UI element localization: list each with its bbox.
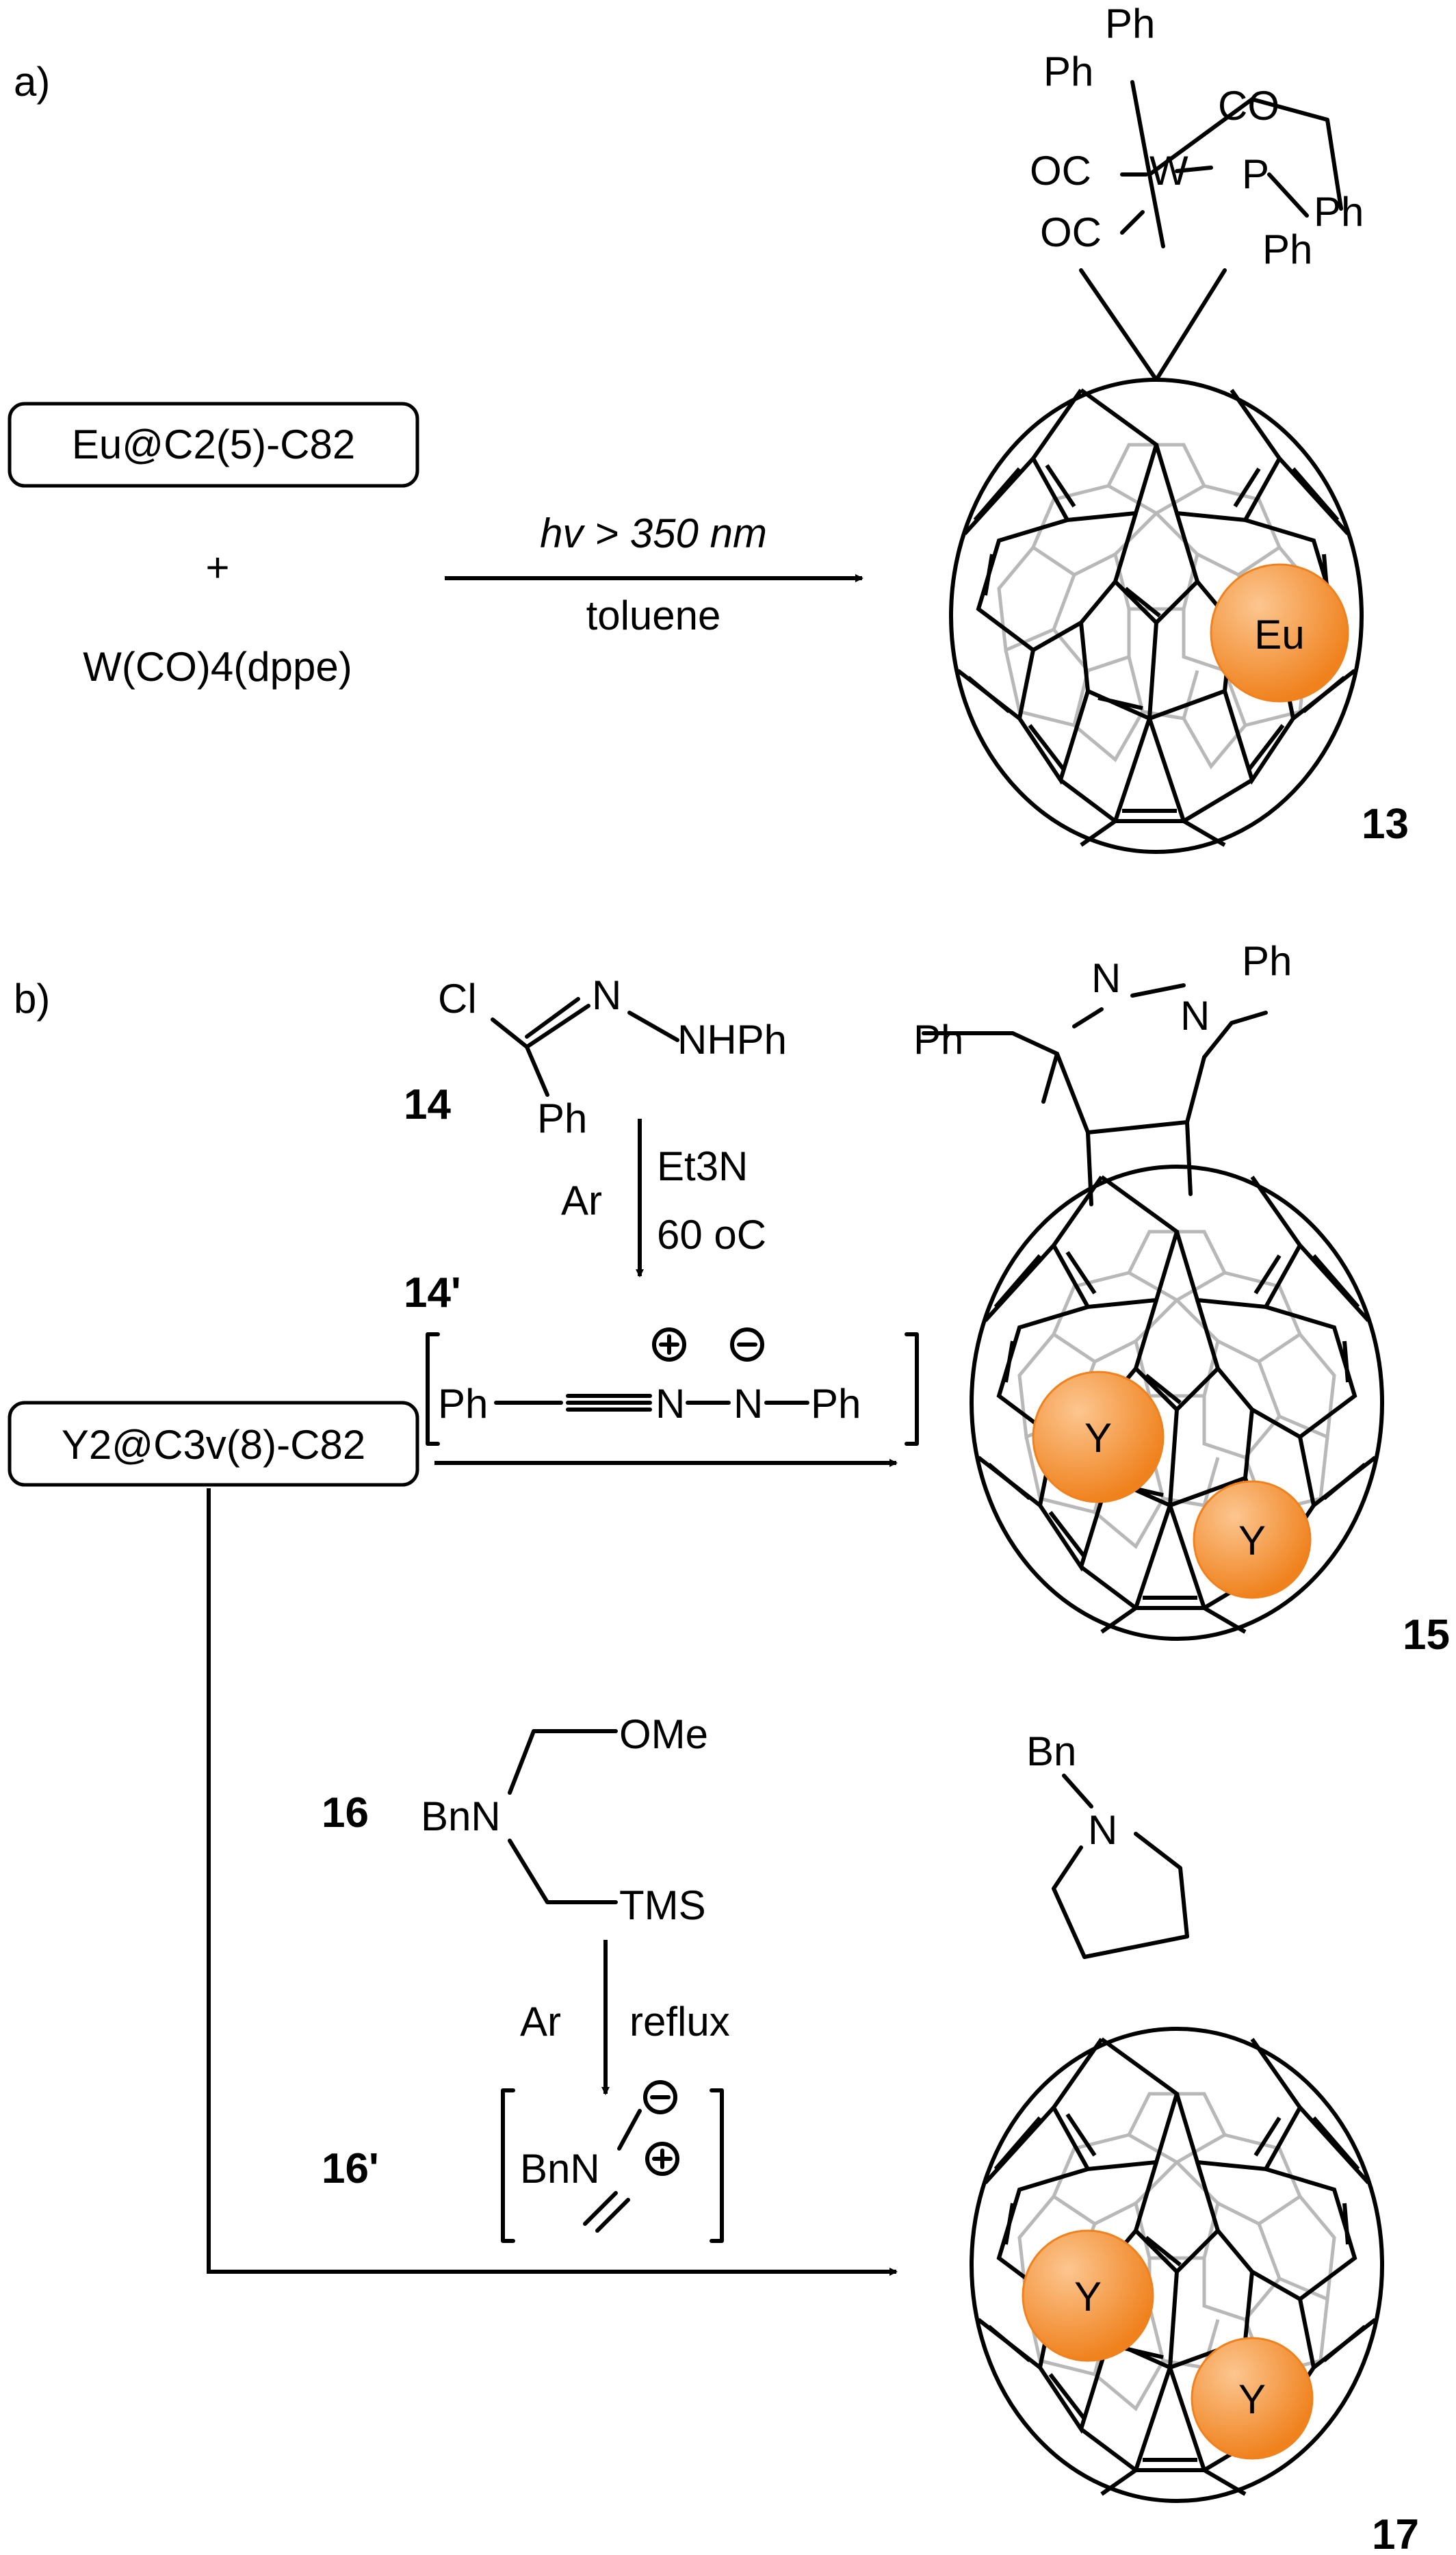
pyrazoline-ring-15 [922,983,1268,1206]
y-atom-17-2 [1191,2337,1314,2460]
reagent-16-ome: OMe [619,1711,708,1757]
reagent-16-number: 16 [322,1789,369,1837]
arrow-a-condition-bottom: toluene [586,593,721,638]
intermediate-16p-number: 16' [322,2145,379,2192]
reagent-14-cl: Cl [438,976,477,1022]
y-atom-17-1-label: Y [1074,2274,1102,2320]
reagent-14-n: N [592,972,621,1018]
complex-ph-left: Ph [1043,49,1093,94]
reaction-arrow-b-to-17 [207,1488,898,2276]
complex-ph-p1: Ph [1314,189,1364,235]
eu-atom-label: Eu [1254,612,1304,658]
reagent-16-bnn: BnN [421,1793,501,1839]
reagent-14-nhph: NHPh [677,1017,787,1063]
complex-ph-p2: Ph [1262,226,1312,272]
y-atom-15-1-label: Y [1084,1415,1112,1461]
y-atom-15-2-label: Y [1238,1518,1266,1564]
complex-oc-bottom: OC [1040,209,1102,255]
complex-oc-top: OC [1030,148,1091,194]
product-15-n2: N [1180,993,1210,1039]
intermediate-14p-ph-right: Ph [811,1381,861,1427]
product-17-number: 17 [1372,2511,1419,2555]
reagent-a: W(CO)4(dppe) [83,644,352,690]
plus-sign: + [205,545,229,591]
intermediate-14p-n1: N [655,1381,685,1427]
complex-ph-top: Ph [1105,1,1155,47]
intermediate-14p-bonds [426,1327,919,1446]
reactant-box-a [8,402,419,488]
intermediate-16p-bonds [501,2080,724,2243]
y-atom-15-1 [1032,1371,1165,1503]
reactant-box-b [8,1401,419,1487]
product-17-bn: Bn [1026,1728,1076,1774]
reagent-16-tms: TMS [619,1882,706,1928]
complex-co: CO [1218,83,1279,129]
eu-atom [1210,563,1349,703]
y-atom-17-2-label: Y [1238,2376,1266,2422]
tungsten-complex-bonds [1079,80,1343,382]
arrow-b2-right: reflux [629,1999,730,2045]
pyrrolidine-ring-17 [1052,1774,1189,1959]
reactant-b: Y2@C3v(8)-C82 [62,1422,365,1468]
arrow-b2-left: Ar [520,1999,561,2045]
arrow-b1-left: Ar [561,1178,602,1223]
intermediate-16p-bnn: BnN [520,2146,600,2192]
reactant-a: Eu@C2(5)-C82 [72,421,355,467]
reagent-14-number: 14 [404,1081,451,1128]
product-15-ph-c: Ph [913,1017,963,1063]
intermediate-14p-number: 14' [404,1269,461,1317]
panel-a-label: a) [14,59,50,105]
y-atom-15-2 [1193,1480,1312,1599]
complex-p: P [1242,151,1269,197]
complex-w: W [1149,148,1188,194]
fullerene-cage-15 [972,1167,1382,1639]
reagent-14-bonds [491,997,679,1097]
panel-b-label: b) [14,976,50,1022]
arrow-a-condition-top: hv > 350 nm [540,510,767,556]
arrow-b1-right-2: 60 oC [657,1212,766,1258]
intermediate-14p-ph-left: Ph [438,1381,488,1427]
product-15-ph-n: Ph [1242,938,1292,984]
reagent-16-bonds [508,1729,618,1904]
intermediate-14p-n2: N [733,1381,763,1427]
reagent-14-ph: Ph [537,1095,587,1141]
product-17-n: N [1088,1807,1117,1853]
product-13-number: 13 [1362,801,1409,848]
arrow-b1-right-1: Et3N [657,1143,748,1189]
product-15-number: 15 [1403,1611,1450,1659]
y-atom-17-1 [1022,2229,1154,2362]
product-15-n1: N [1091,955,1121,1001]
